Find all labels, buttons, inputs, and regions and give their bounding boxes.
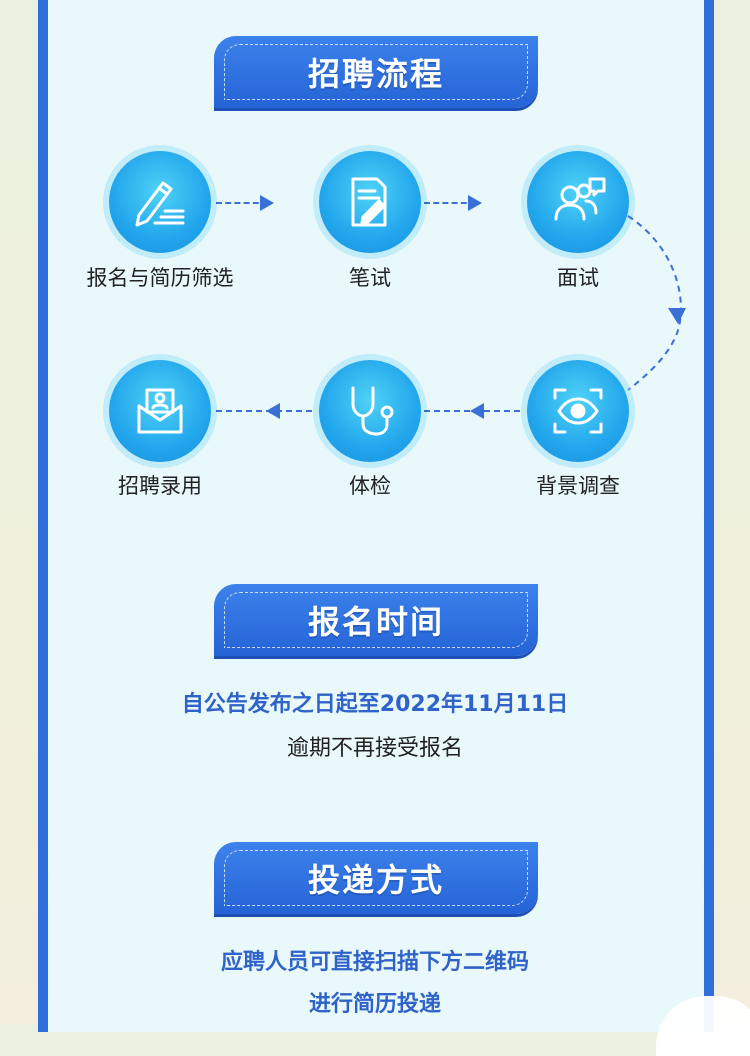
arrow-4-5 (424, 403, 520, 419)
arrow-5-6 (216, 403, 312, 419)
document-pen-icon (351, 177, 387, 227)
arrow-2-3 (424, 195, 482, 211)
step-circle-apply (109, 151, 211, 253)
arrow-head (468, 195, 482, 211)
banner-title-signup: 报名时间 (307, 603, 444, 641)
banner-title-delivery: 投递方式 (307, 861, 444, 899)
banner-title-process: 招聘流程 (307, 55, 444, 93)
arrow-curve-3-4 (627, 215, 686, 391)
step-label-medical: 体检 (349, 474, 391, 498)
delivery-instruction: 应聘人员可直接扫描下方二维码 (220, 950, 529, 975)
step-circle-hire (109, 360, 211, 462)
delivery-instruction-2: 进行简历投递 (308, 992, 441, 1017)
banner-signup: 报名时间 (214, 584, 538, 656)
arrow-1-2 (216, 195, 274, 211)
step-circle-exam (319, 151, 421, 253)
step-label-interview: 面试 (557, 266, 599, 290)
pen-form-icon (135, 181, 185, 227)
arrow-head (260, 195, 274, 211)
step-label-hire: 招聘录用 (118, 474, 202, 498)
step-circle-background (527, 360, 629, 462)
banner-process: 招聘流程 (214, 36, 538, 108)
people-chat-icon (554, 177, 606, 221)
banner-dash-border (224, 850, 528, 906)
signup-deadline: 自公告发布之日起至2022年11月11日 (181, 692, 569, 717)
step-label-exam: 笔试 (349, 266, 391, 290)
stethoscope-icon (351, 386, 394, 436)
arrow-head (266, 403, 280, 419)
eye-scan-icon (553, 388, 603, 434)
step-label-background: 背景调查 (536, 474, 620, 498)
banner-delivery: 投递方式 (214, 842, 538, 914)
step-circle-medical (319, 360, 421, 462)
step-circle-interview (527, 151, 629, 253)
banner-dash-border (224, 44, 528, 100)
signup-note: 逾期不再接受报名 (286, 736, 463, 761)
banner-dash-border (224, 592, 528, 648)
offer-envelope-icon (137, 388, 183, 434)
arrow-head (470, 403, 484, 419)
step-label-apply: 报名与简历筛选 (86, 266, 234, 290)
